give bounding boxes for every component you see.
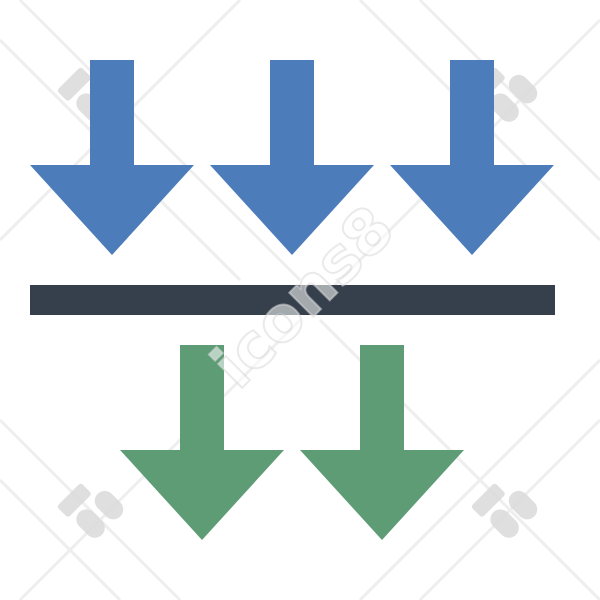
icons8-logo-icon	[471, 483, 538, 538]
top-arrows-group	[30, 60, 554, 255]
icons8-logo-icon	[57, 483, 124, 538]
arrow-down-icon	[300, 345, 464, 540]
bottom-arrows-group	[120, 345, 464, 540]
arrow-down-icon	[30, 60, 194, 255]
watermark-text: icons8	[198, 192, 409, 403]
arrow-down-icon	[120, 345, 284, 540]
arrow-down-icon	[390, 60, 554, 255]
arrow-down-icon	[210, 60, 374, 255]
divider-bar	[30, 285, 555, 315]
